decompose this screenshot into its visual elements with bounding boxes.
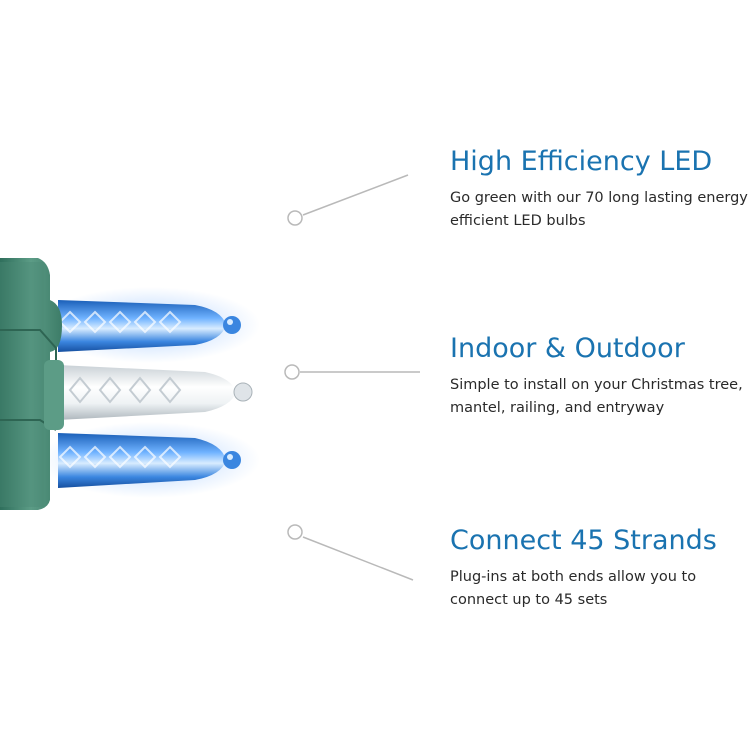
feature-connect-strands: Connect 45 Strands Plug-ins at both ends… [450, 524, 745, 612]
feature-indoor-outdoor: Indoor & Outdoor Simple to install on yo… [450, 332, 745, 420]
blue-bulb-top [58, 300, 241, 352]
feature-description: Simple to install on your Christmas tree… [450, 377, 743, 416]
callout-pointer-2 [284, 364, 420, 380]
callout-pointer-3 [287, 524, 414, 581]
feature-description: Go green with our 70 long lasting energy… [450, 190, 748, 229]
bulb-sockets [0, 258, 64, 510]
blue-bulb-bottom [58, 433, 241, 488]
callout-pointer-1 [287, 174, 409, 226]
feature-title: Indoor & Outdoor [450, 333, 685, 364]
feature-high-efficiency: High Efficiency LED Go green with our 70… [450, 145, 748, 233]
feature-title: High Efficiency LED [450, 146, 713, 177]
feature-title: Connect 45 Strands [450, 525, 717, 556]
feature-description: Plug-ins at both ends allow you to conne… [450, 569, 697, 608]
white-bulb-middle [58, 365, 253, 420]
